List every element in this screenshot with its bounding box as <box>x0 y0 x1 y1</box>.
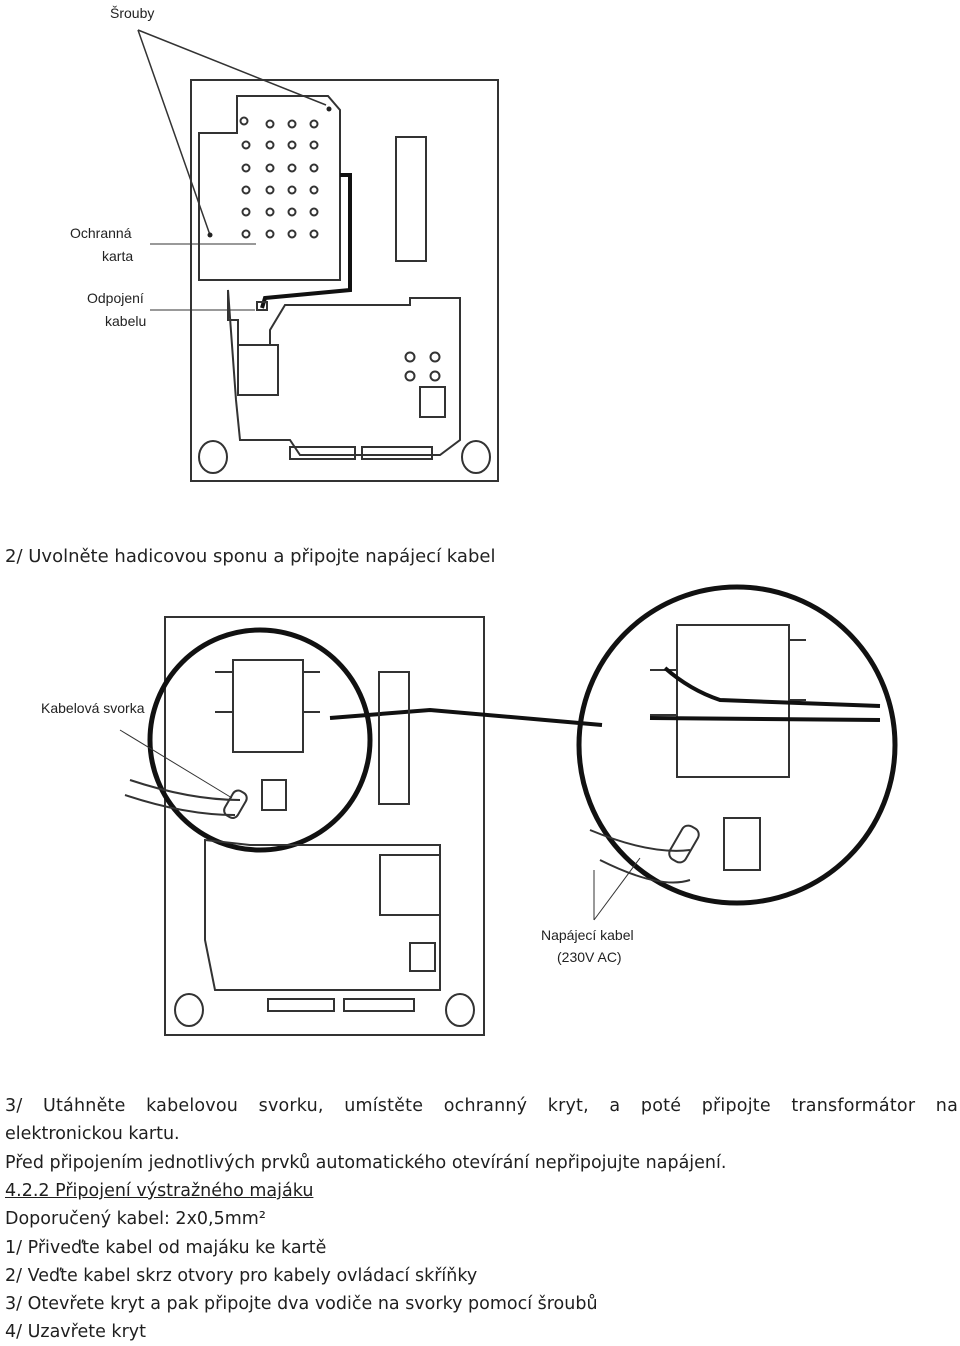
warning-text: Před připojením jednotlivých prvků autom… <box>5 1153 727 1173</box>
guard-card-label-line2: karta <box>102 248 134 264</box>
instruction-item-4: 4/ Uzavřete kryt <box>5 1322 146 1342</box>
guard-card-label-line1: Ochranná <box>70 225 132 241</box>
section-title: 4.2.2 Připojení výstražného majáku <box>5 1181 314 1201</box>
instruction-item-2: 2/ Veďte kabel skrz otvory pro kabely ov… <box>5 1266 478 1286</box>
instruction-item-3: 3/ Otevřete kryt a pak připojte dva vodi… <box>5 1294 598 1314</box>
step-3-line-2: elektronickou kartu. <box>5 1124 180 1144</box>
power-cable-label-line2: (230V AC) <box>557 949 622 965</box>
instruction-item-1: 1/ Přiveďte kabel od majáku ke kartě <box>5 1238 327 1258</box>
step-2-text: 2/ Uvolněte hadicovou sponu a připojte n… <box>5 546 496 567</box>
screws-label: Šrouby <box>110 5 155 21</box>
cable-connection-label-line1: Odpojení <box>87 290 144 306</box>
cable-connection-label-line2: kabelu <box>105 313 147 329</box>
cable-clamp-label: Kabelová svorka <box>41 700 145 716</box>
power-cable-label-line1: Napájecí kabel <box>541 927 634 943</box>
step-3-line-1: 3/ Utáhněte kabelovou svorku, umístěte o… <box>5 1096 958 1116</box>
recommended-cable: Doporučený kabel: 2x0,5mm² <box>5 1209 266 1229</box>
